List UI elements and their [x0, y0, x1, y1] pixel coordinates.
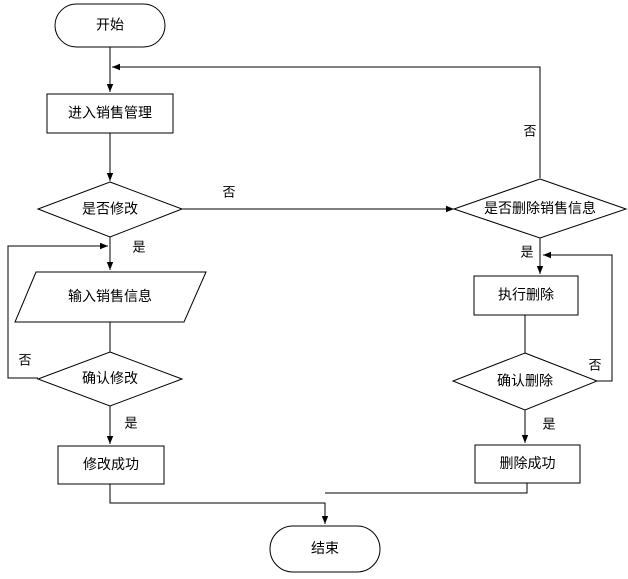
end-node: [269, 525, 381, 573]
confirm-delete-yes-label: 是: [542, 418, 555, 433]
input-info-label: 输入销售信息: [68, 288, 152, 305]
exec-delete-label: 执行删除: [498, 288, 554, 304]
start-node: [54, 3, 166, 48]
delete-success-node: [474, 444, 581, 484]
delete-no-label: 否: [523, 125, 536, 140]
start-label: 开始: [96, 18, 124, 34]
modify-no-label: 否: [222, 186, 235, 201]
input-info-node: [14, 271, 207, 323]
exec-delete-node: [473, 275, 579, 316]
end-label: 结束: [311, 541, 339, 557]
enter-sales-node: [46, 93, 174, 134]
confirm-modify-yes-label: 是: [124, 417, 137, 432]
modify-decision-label: 是否修改: [82, 202, 138, 218]
delete-yes-label: 是: [520, 246, 533, 261]
edge-confirm-modify-no: [7, 242, 108, 379]
confirm-modify-no-label: 否: [18, 354, 31, 369]
confirm-delete-label: 确认删除: [497, 374, 553, 390]
delete-decision-label: 是否删除销售信息: [484, 200, 596, 217]
edge-delete-no-loop: [112, 63, 541, 178]
delete-success-label: 删除成功: [500, 456, 556, 472]
modify-decision-node: [36, 181, 184, 238]
confirm-modify-node: [36, 351, 184, 407]
confirm-modify-label: 确认修改: [82, 371, 138, 387]
delete-decision-node: [452, 178, 628, 239]
edge-delete-success-to-end: [325, 483, 528, 494]
confirm-delete-no-label: 否: [588, 359, 601, 374]
edge-modify-success-to-end: [109, 484, 329, 524]
edge-confirm-delete-no: [543, 251, 613, 382]
modify-success-label: 修改成功: [83, 457, 139, 473]
modify-yes-label: 是: [132, 241, 145, 256]
confirm-delete-node: [451, 352, 599, 411]
modify-success-node: [57, 445, 165, 485]
enter-sales-label: 进入销售管理: [68, 106, 152, 122]
